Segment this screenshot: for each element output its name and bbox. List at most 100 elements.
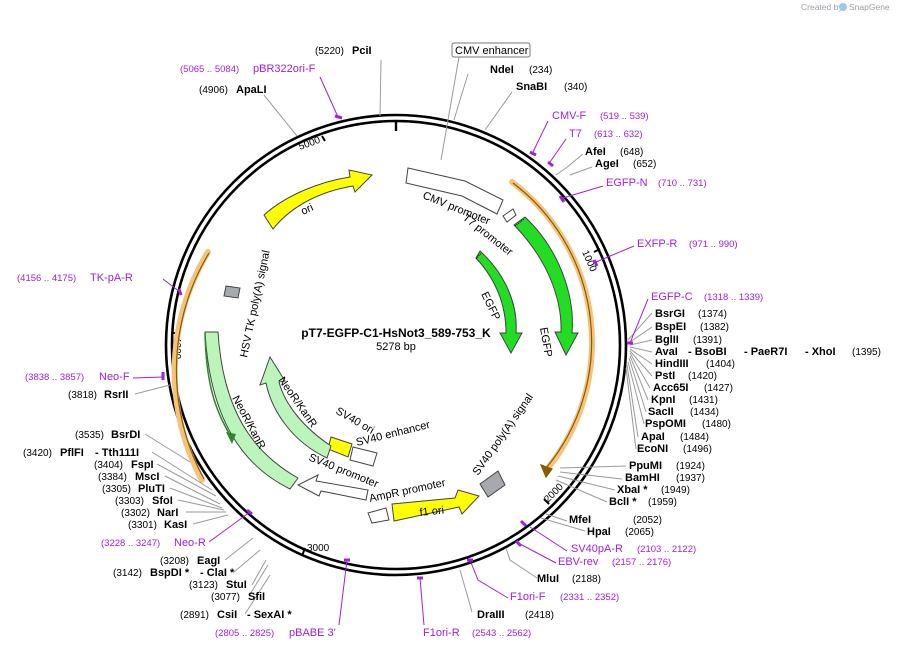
leader-sfii — [248, 564, 269, 597]
feature-label-hsv-tk-polya: HSV TK poly(A) signal — [238, 249, 272, 358]
leader-agei — [569, 166, 593, 176]
primer-line-cmv-f — [532, 120, 549, 153]
primer-pos-pbabe3: (2805 .. 2825) — [215, 628, 274, 639]
feature-label-ori: ori — [299, 202, 315, 218]
neo-orf-line — [204, 332, 233, 439]
primer-name-cmv-f: CMV-F — [552, 110, 587, 122]
primer-pos-tk-pa-r: (4156 .. 4175) — [17, 273, 76, 284]
ampr-promoter-arrow — [367, 507, 390, 524]
orf-highlight-lines — [175, 182, 593, 480]
primer-name-ebv-rev: EBV-rev — [558, 556, 599, 568]
enzyme-name-fspi: FspI — [131, 459, 154, 471]
feature-label-f1-ori: f1 ori — [419, 504, 445, 518]
leader-lines — [134, 59, 653, 615]
enzyme-pos-kasi: (3301) — [128, 520, 157, 531]
primer-pos-egfp-n: (710 .. 731) — [658, 178, 707, 189]
leader-sfoi — [177, 499, 225, 511]
primer-name-pbabe3: pBABE 3' — [289, 627, 336, 639]
leader-bsrdi — [144, 433, 191, 463]
enzyme-pos-msci: (3384) — [98, 472, 127, 483]
map-title: pT7-EGFP-C1-HsNot3_589-753_K 5278 bp — [301, 326, 491, 353]
t7-promoter-arrow — [502, 208, 517, 223]
enzyme-pos-hpai: (2065) — [625, 527, 654, 538]
enzyme-pos-csii: (2891) — [180, 610, 209, 621]
primer-line-exfp-r — [595, 245, 635, 263]
enzyme-pos-sacii: (1434) — [690, 407, 719, 418]
enzyme-name-draiii: DraIII — [477, 609, 505, 621]
enzyme-pos-bsrgi: (1374) — [698, 309, 727, 320]
enzyme-name-csii: CsiI — [217, 609, 237, 621]
sv40-polya-box — [479, 470, 506, 498]
egfp-outer-arrow — [513, 216, 579, 357]
leader-pflfi — [151, 451, 213, 491]
enzyme-name-apali: ApaLI — [236, 84, 267, 96]
primer-line-f1ori-f — [469, 559, 509, 599]
primer-line-pbabe3 — [338, 559, 348, 626]
enzyme-pos-pspomi: (1480) — [702, 419, 731, 430]
leader-kpni — [629, 355, 649, 401]
enzyme-name-avai: AvaI — [655, 346, 678, 358]
primer-name-neo-r: Neo-R — [174, 537, 206, 549]
enzyme-name-bsrgi: BsrGI — [655, 308, 685, 320]
enzyme-name-bcli: BclI * — [609, 496, 637, 508]
egfp-orf-arrowhead — [539, 463, 553, 479]
enzyme-name-hpai: HpaI — [587, 526, 611, 538]
enzyme-pos-sfii: (3077) — [211, 592, 240, 603]
leader-bspei — [629, 326, 653, 343]
enzyme-name-mfei: MfeI — [569, 514, 591, 526]
tick-mark-1000 — [593, 248, 601, 253]
leader-pluti — [169, 487, 223, 509]
enzyme-extra-tth111i: - Tth111I — [95, 447, 139, 459]
enzyme-name-sfoi: SfoI — [152, 495, 173, 507]
enzyme-name-acc65i: Acc65I — [653, 382, 688, 394]
primer-pos-neo-f: (3838 .. 3857) — [25, 372, 84, 383]
leader-pspomi — [627, 361, 645, 425]
cmv-enhancer-tag: CMV enhancer — [440, 42, 531, 161]
primer-mark-neo-r — [246, 508, 253, 516]
egfp-inner-arrow — [475, 250, 523, 355]
enzyme-pos-mlui: (2188) — [572, 574, 601, 585]
enzyme-pos-apai: (1484) — [680, 432, 709, 443]
enzyme-pos-avai: (1395) — [852, 347, 881, 358]
enzyme-pos-nari: (3302) — [121, 508, 150, 519]
enzyme-name-bspdi: BspDI * — [150, 567, 190, 579]
primer-name-exfp-r: EXFP-R — [637, 238, 677, 250]
primer-name-tk-pa-r: TK-pA-R — [90, 272, 133, 284]
primer-name-pbr322ori-f: pBR322ori-F — [253, 63, 316, 75]
leader-bsrgi — [627, 312, 653, 341]
sv40-promoter-arrow — [296, 474, 369, 501]
tick-label-5000: 5000 — [297, 135, 322, 153]
feature-label-egfp-inner: EGFP — [478, 290, 502, 322]
enzyme-pos-bcli: (1959) — [648, 497, 677, 508]
cmv-enhancer-leader — [440, 56, 460, 161]
enzyme-name-apai: ApaI — [641, 431, 665, 443]
leader-bspdi — [233, 549, 261, 573]
enzyme-name-ndei: NdeI — [490, 64, 514, 76]
enzyme-pos-kpni: (1431) — [689, 395, 718, 406]
sv40-ori-box — [327, 436, 353, 458]
feature-label-egfp-outer: EGFP — [537, 326, 554, 358]
primer-pos-f1ori-f: (2331 .. 2352) — [560, 592, 619, 603]
enzyme-pos-psti: (1420) — [688, 371, 717, 382]
enzyme-extra-xhoi: - XhoI — [805, 346, 836, 358]
enzyme-name-hindiii: HindIII — [655, 358, 689, 370]
feature-shapes — [204, 167, 579, 524]
enzyme-pos-pflfi: (3420) — [23, 448, 52, 459]
primer-mark-exfp-r — [592, 259, 599, 267]
enzyme-pos-snabi: (340) — [564, 82, 587, 93]
enzyme-pos-ppumi: (1924) — [676, 461, 705, 472]
leader-apali — [263, 94, 298, 137]
enzyme-name-sacii: SacII — [648, 406, 674, 418]
ori-arrow — [263, 169, 374, 230]
primer-mark-t7 — [547, 160, 554, 168]
leader-mlui — [505, 547, 538, 579]
primer-pos-exfp-r: (971 .. 990) — [689, 239, 738, 250]
leader-avai — [629, 346, 653, 353]
leader-pcii — [379, 59, 382, 117]
snapgene-logo-icon — [839, 3, 847, 11]
leader-fspi — [156, 463, 217, 497]
enzyme-pos-hindiii: (1404) — [706, 359, 735, 370]
leader-eagi — [224, 537, 254, 561]
tick-mark-3000 — [301, 547, 306, 557]
enzyme-name-agei: AgeI — [595, 158, 619, 170]
